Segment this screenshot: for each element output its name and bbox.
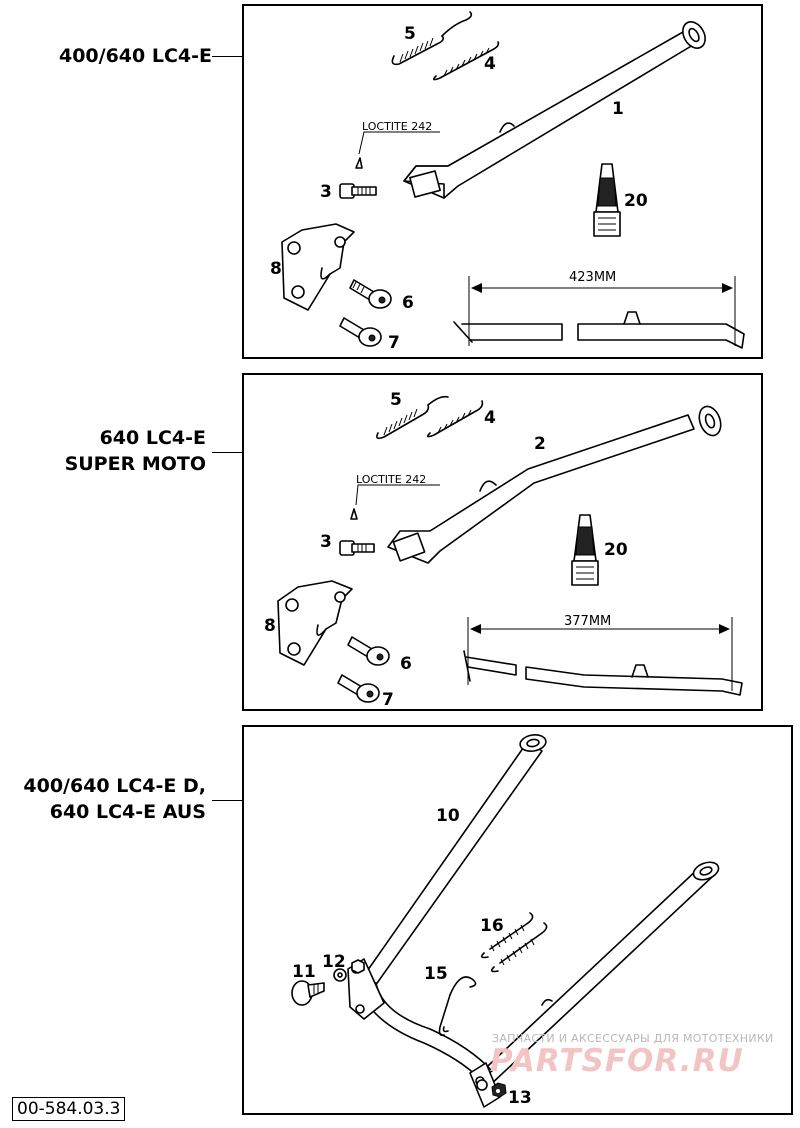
model-label-line: SUPER MOTO	[64, 453, 206, 475]
callout-washer: 12	[322, 952, 346, 972]
spring-large-5	[376, 395, 449, 440]
callout-spring-large: 5	[390, 390, 402, 410]
leader-line-section-1	[212, 56, 242, 57]
dimension-label: 423MM	[569, 270, 616, 285]
nut-13	[476, 1079, 507, 1098]
model-label-section-1: 400/640 LC4-E	[59, 43, 212, 69]
model-label-section-3: 400/640 LC4-E D, 640 LC4-E AUS	[23, 773, 206, 825]
callout-stand: 1	[612, 99, 624, 119]
callout-spring-small: 4	[484, 54, 496, 74]
callout-bracket: 8	[270, 259, 282, 279]
callout-screw-a: 6	[402, 293, 414, 313]
callout-bolt: 3	[320, 532, 332, 552]
callout-spring-small: 4	[484, 408, 496, 428]
callout-screw-b: 7	[382, 690, 394, 709]
callout-spring-large: 5	[404, 24, 416, 44]
bolt-3	[339, 131, 440, 199]
callout-bolt: 3	[320, 182, 332, 202]
callout-center-stand: 10	[436, 806, 460, 826]
exploded-view-2: LOCTITE 242 377MM 2 3 4 5 6 7 8 20	[264, 390, 743, 710]
spring-large-5	[391, 11, 473, 66]
diagram-panel-2: LOCTITE 242 377MM 2 3 4 5 6 7 8 20	[242, 373, 763, 711]
callout-loctite-tube: 20	[624, 191, 648, 211]
callout-knob: 11	[292, 962, 316, 982]
leader-line-section-2	[212, 452, 242, 453]
knob-11	[291, 980, 325, 1006]
callout-screw-a: 6	[400, 654, 412, 674]
callout-spring-clip: 15	[424, 964, 448, 984]
leader-line-section-3	[212, 800, 242, 801]
diagram-panel-1: LOCTITE 242 423MM 1 3 4 5 6 7 8 20	[242, 4, 763, 359]
bracket-8	[277, 580, 353, 666]
bolt-3	[339, 484, 440, 556]
springs-16	[480, 912, 548, 973]
spring-small-4	[426, 400, 484, 438]
loctite-note: LOCTITE 242	[356, 473, 426, 486]
callout-bracket: 8	[264, 616, 276, 636]
side-stand-1	[403, 21, 706, 199]
screw-7	[337, 674, 380, 703]
document-code: 00-584.03.3	[12, 1097, 126, 1121]
callout-nut: 13	[508, 1088, 532, 1108]
loctite-tube-20	[571, 514, 599, 586]
diagram-panel-3: 10 11 12 13 15 16	[242, 725, 793, 1115]
side-stand-2	[387, 405, 722, 564]
bracket-8	[281, 223, 355, 311]
model-label-line: 640 LC4-E AUS	[49, 801, 206, 823]
model-label-section-2: 640 LC4-E SUPER MOTO	[65, 425, 206, 477]
loctite-tube-20	[593, 163, 621, 237]
washer-12	[333, 959, 365, 982]
exploded-view-3: 10 11 12 13 15 16	[291, 734, 720, 1108]
watermark-subtitle: ЗАПЧАСТИ И АКСЕССУАРЫ ДЛЯ МОТОТЕХНИКИ	[492, 1032, 774, 1045]
callout-springs: 16	[480, 916, 504, 936]
screw-7	[339, 317, 382, 347]
watermark-logo: PARTSFOR.RU	[490, 1043, 744, 1079]
callout-stand: 2	[534, 434, 546, 454]
dimension-drawing-1	[453, 276, 745, 349]
callout-screw-b: 7	[388, 333, 400, 353]
screw-6	[349, 279, 392, 309]
exploded-view-1: LOCTITE 242 423MM 1 3 4 5 6 7 8 20	[270, 11, 745, 353]
loctite-note: LOCTITE 242	[362, 120, 432, 133]
screw-6	[347, 636, 390, 666]
spring-small-4	[432, 41, 500, 81]
center-stand-10	[347, 734, 720, 1108]
dimension-label: 377MM	[564, 614, 611, 629]
dimension-drawing-2	[463, 617, 743, 696]
callout-loctite-tube: 20	[604, 540, 628, 560]
spring-clip-15	[438, 976, 477, 1037]
model-label-line: 400/640 LC4-E	[58, 45, 212, 67]
model-label-line: 400/640 LC4-E D,	[23, 775, 206, 797]
model-label-line: 640 LC4-E	[99, 427, 206, 449]
